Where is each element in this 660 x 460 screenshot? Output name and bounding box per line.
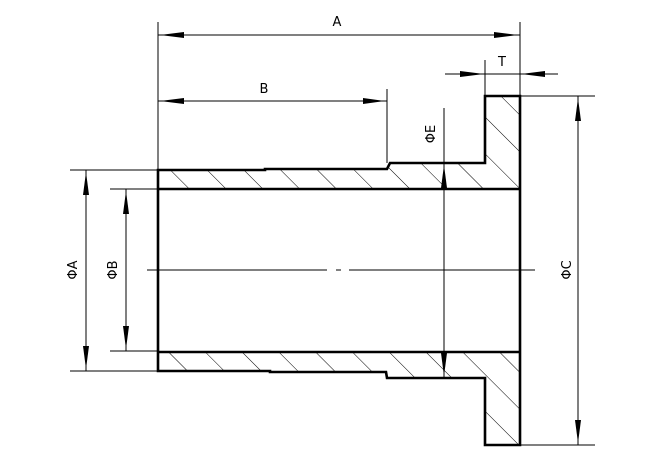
dimension-label-dia-e: ΦE <box>424 125 439 143</box>
dimension-label-t: T <box>497 55 506 70</box>
dimension-label-a: A <box>333 15 342 30</box>
dimension-label-b: B <box>260 82 269 97</box>
upper-section-hatch <box>158 96 520 189</box>
extension-lines <box>70 22 595 446</box>
arrowheads <box>83 32 581 443</box>
lower-section-hatch <box>158 352 520 445</box>
dimension-label-dia-b: ΦB <box>106 260 121 279</box>
dimension-label-dia-c: ΦC <box>560 260 575 279</box>
dimension-label-dia-a: ΦA <box>66 260 81 279</box>
